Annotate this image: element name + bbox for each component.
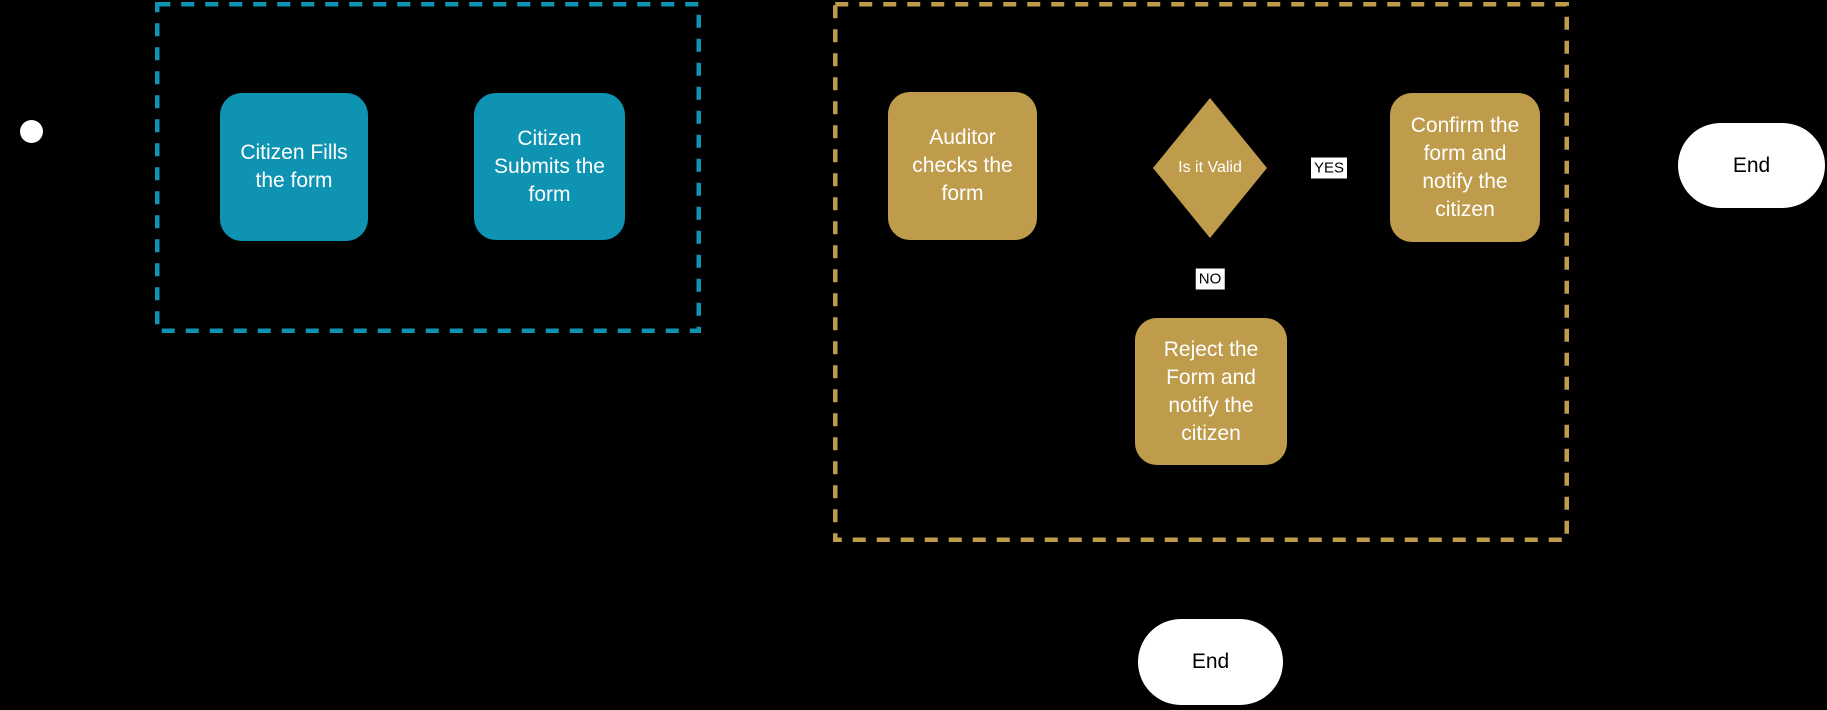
citizen-lane[interactable] <box>155 2 701 333</box>
auditor-lane[interactable] <box>833 2 1569 542</box>
task-label: Citizen Submits the form <box>494 126 605 206</box>
decision-label: Is it Valid <box>1178 159 1242 176</box>
auditor-lane-border <box>833 2 1569 542</box>
task-confirm-notify[interactable]: Confirm the form and notify the citizen <box>1390 93 1540 242</box>
end-node-bottom[interactable]: End <box>1138 619 1283 705</box>
task-label: Citizen Fills the form <box>240 141 348 192</box>
edge-label-yes[interactable]: YES <box>1310 157 1348 179</box>
task-reject-notify[interactable]: Reject the Form and notify the citizen <box>1135 318 1287 465</box>
end-label: End <box>1191 650 1230 673</box>
task-label: Reject the Form and notify the citizen <box>1163 337 1259 445</box>
citizen-lane-border <box>155 2 701 333</box>
task-citizen-fills[interactable]: Citizen Fills the form <box>220 93 368 241</box>
start-node[interactable] <box>20 120 43 143</box>
task-label: Confirm the form and notify the citizen <box>1410 113 1520 221</box>
task-citizen-submits[interactable]: Citizen Submits the form <box>474 93 625 240</box>
task-label: Auditor checks the form <box>912 126 1013 205</box>
end-label: End <box>1732 153 1771 177</box>
edge-label-no[interactable]: NO <box>1195 268 1225 290</box>
end-node-right[interactable]: End <box>1678 123 1825 208</box>
task-auditor-checks[interactable]: Auditor checks the form <box>888 92 1037 240</box>
